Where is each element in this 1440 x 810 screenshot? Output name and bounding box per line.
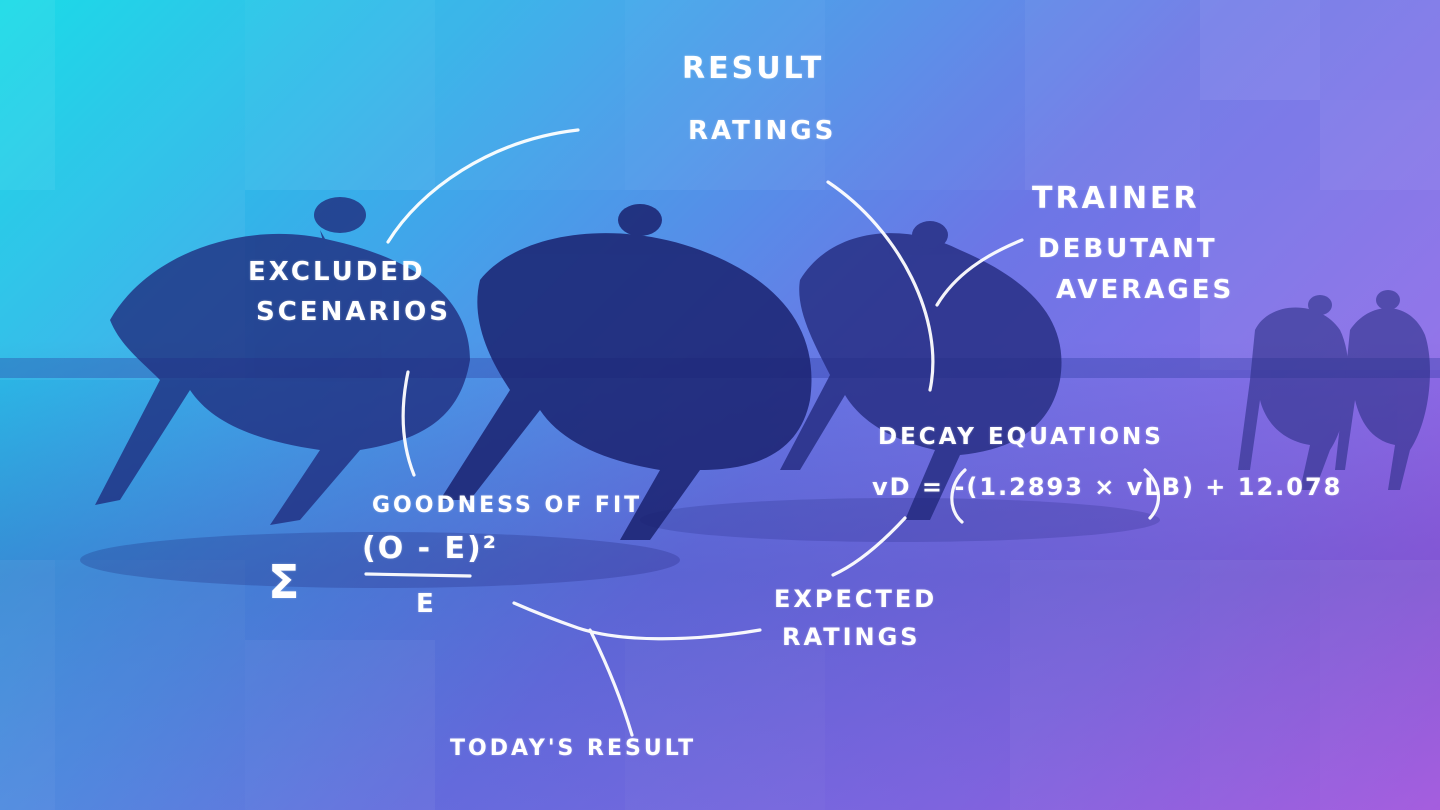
arc-trainer-to-decay (935, 238, 1024, 307)
arc-excluded-to-goodness (401, 370, 416, 477)
node-excluded-line-2: Scenarios (256, 296, 451, 327)
node-trainer-line-2: Debutant (1038, 233, 1218, 264)
node-todays-result: Today's Result (450, 736, 697, 761)
arc-excluded-to-result (386, 128, 580, 244)
gof-formula-sigma: Σ (268, 555, 300, 609)
horse-3 (780, 221, 1062, 520)
decay-formula: vD = -(1.2893 × vLB) + 12.078 (872, 473, 1343, 501)
gof-formula-numerator: (O - E)² (362, 531, 498, 566)
mosaic-tile (0, 0, 55, 190)
node-trainer-line-1: Trainer (1032, 181, 1200, 216)
horse-2 (440, 204, 812, 540)
mosaic-tile (1025, 0, 1200, 190)
node-goodness-of-fit: Goodness of Fit (372, 493, 643, 518)
shadow (640, 498, 1160, 542)
mosaic-tile (1320, 100, 1440, 190)
gof-underline (364, 572, 472, 578)
decay-paren-open (950, 468, 967, 524)
node-trainer-line-3: Averages (1056, 275, 1235, 306)
mosaic-tile (245, 0, 435, 190)
horse-1 (95, 197, 470, 525)
node-decay-equations: Decay Equations (878, 424, 1164, 450)
node-result-ratings-line-1: Result (682, 51, 825, 86)
node-expected-line-2: Ratings (782, 622, 921, 651)
node-expected-ratings: Expected Ratings (774, 585, 938, 651)
arc-result-to-decay (826, 180, 935, 392)
node-excluded-scenarios: Excluded Scenarios (248, 257, 451, 328)
node-result-ratings-line-2: Ratings (688, 115, 837, 146)
gof-formula-denominator: E (416, 589, 436, 619)
node-excluded-line-1: Excluded (248, 257, 426, 287)
mosaic-tile (1200, 0, 1320, 100)
mosaic-tile (1200, 100, 1320, 190)
node-expected-line-1: Expected (774, 585, 938, 613)
mosaic-tile (625, 0, 825, 190)
arc-expected-to-todays (512, 601, 762, 641)
mosaic-tile (1320, 0, 1440, 100)
arc-branch-to-todays-result (588, 628, 634, 737)
node-result-ratings: Result Ratings (682, 51, 837, 146)
node-trainer-debutant-averages: Trainer Debutant Averages (1032, 181, 1235, 306)
mosaic-tile (435, 0, 625, 190)
shadow (80, 532, 680, 588)
decay-paren-close (1143, 468, 1160, 520)
mosaic-tile (55, 0, 245, 190)
horse-4 (1238, 290, 1430, 490)
arc-decay-to-expected (831, 516, 907, 577)
